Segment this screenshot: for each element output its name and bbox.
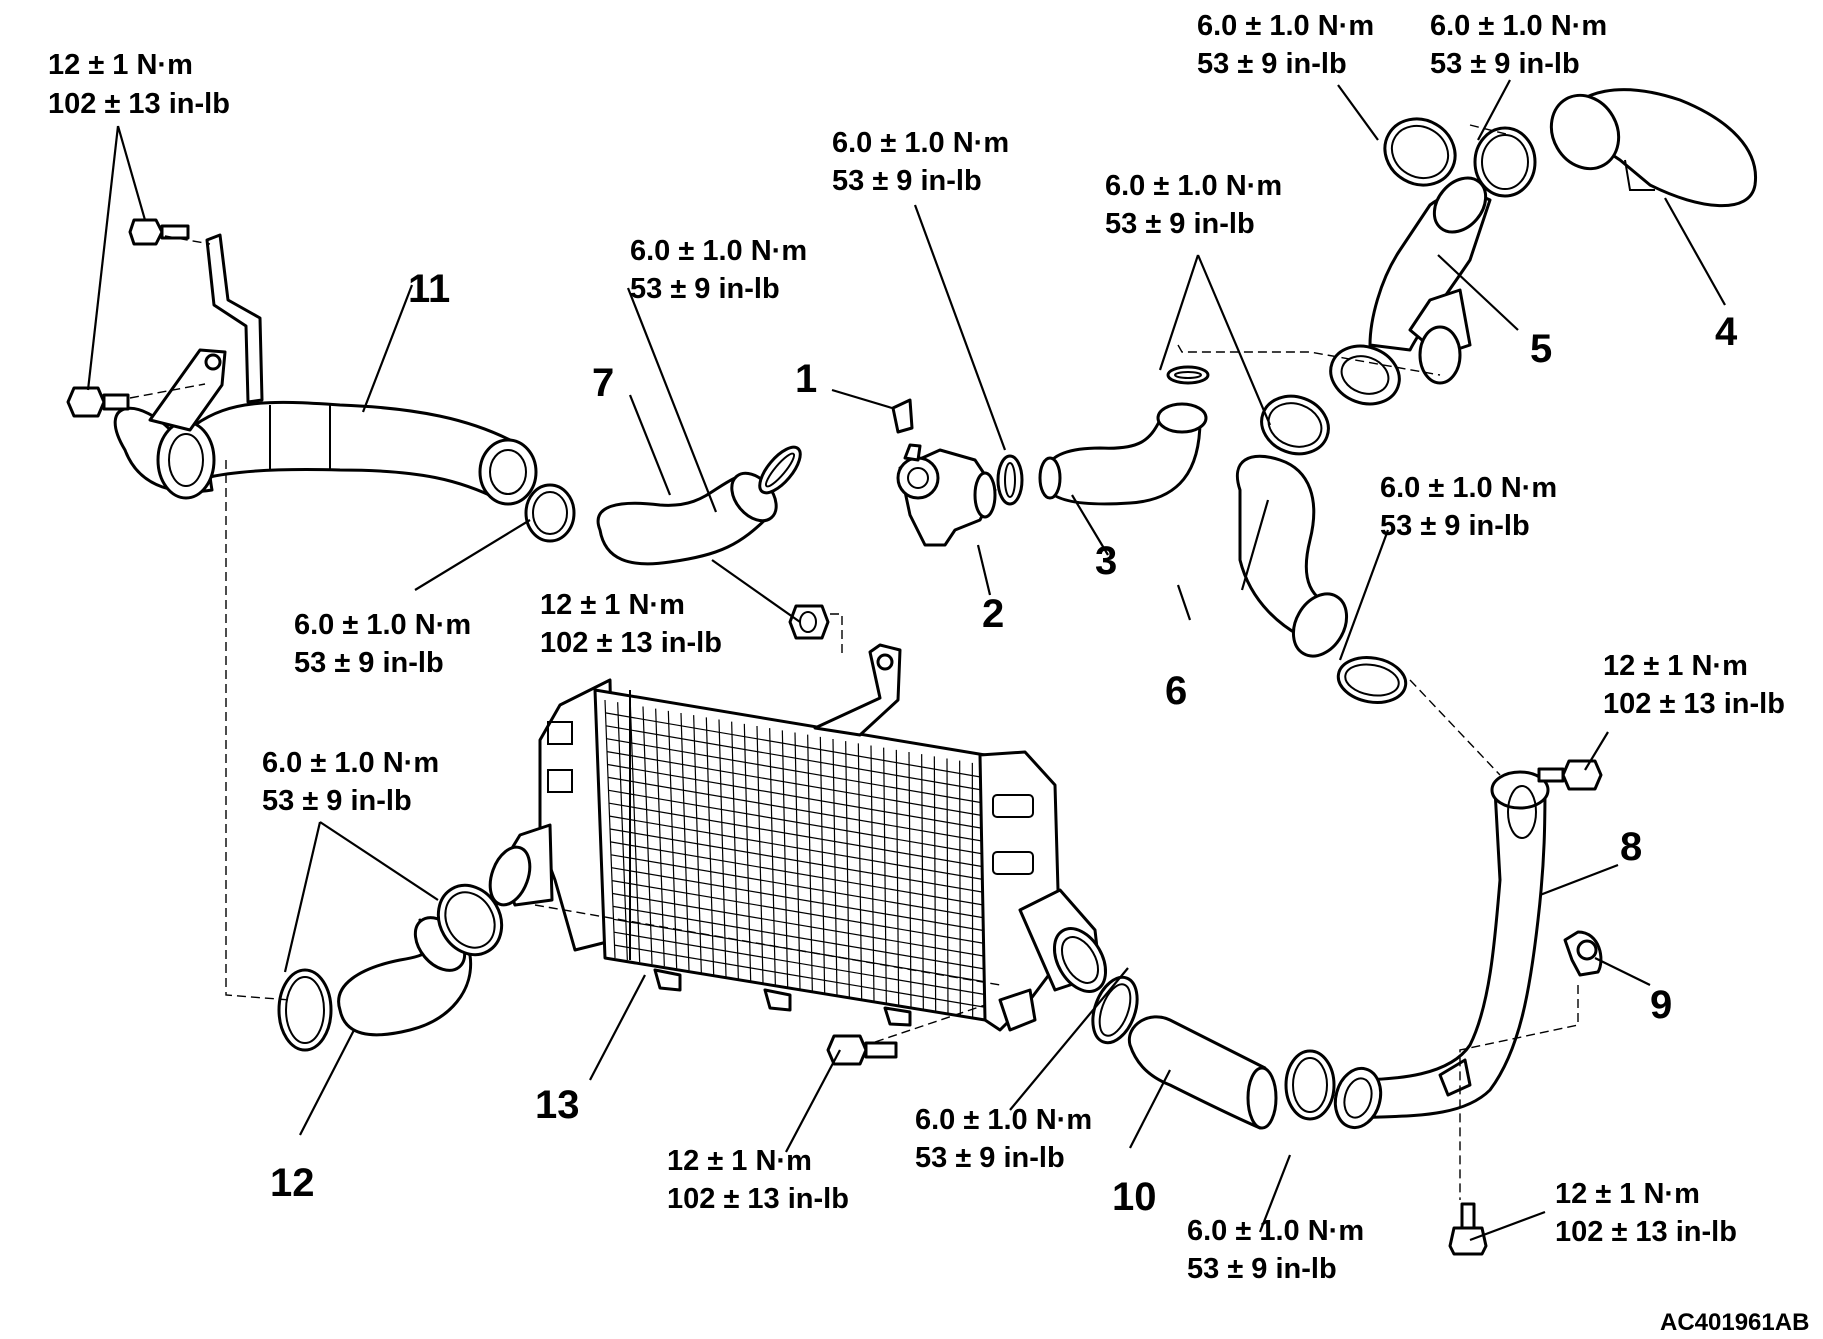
hose-clamp (996, 454, 1024, 506)
torque-label: 6.0 ± 1.0 N·m (1430, 10, 1607, 42)
hose-clamp (1260, 394, 1330, 456)
hose-clamp (1091, 975, 1139, 1045)
intercooler (488, 643, 1108, 1032)
part-number-7: 7 (592, 361, 614, 405)
part-number-13: 13 (535, 1083, 580, 1127)
torque-label: 102 ± 13 in-lb (1603, 688, 1785, 720)
torque-label: 12 ± 1 N·m (1555, 1178, 1700, 1210)
hose-clamp (1166, 365, 1210, 385)
torque-label: 102 ± 13 in-lb (667, 1183, 849, 1215)
torque-label: 6.0 ± 1.0 N·m (1187, 1215, 1364, 1247)
torque-label: 6.0 ± 1.0 N·m (915, 1104, 1092, 1136)
pipe-11 (113, 400, 538, 506)
leader-lines (86, 79, 1726, 1242)
torque-label: 53 ± 9 in-lb (262, 785, 412, 817)
part-number-5: 5 (1530, 327, 1552, 371)
torque-label: 53 ± 9 in-lb (1197, 48, 1347, 80)
torque-labels: 12 ± 1 N·m 102 ± 13 in-lb 6.0 ± 1.0 N·m … (48, 10, 1785, 1285)
figure-code: AC401961AB (1660, 1309, 1809, 1336)
part-number-12: 12 (270, 1161, 315, 1205)
torque-label: 6.0 ± 1.0 N·m (1197, 10, 1374, 42)
part-number-4: 4 (1715, 310, 1738, 354)
bracket-11 (148, 233, 264, 432)
torque-label: 6.0 ± 1.0 N·m (630, 235, 807, 267)
torque-label: 102 ± 13 in-lb (48, 88, 230, 120)
hose-clamp (1383, 117, 1457, 187)
torque-label: 6.0 ± 1.0 N·m (1380, 472, 1557, 504)
torque-label: 12 ± 1 N·m (667, 1145, 812, 1177)
hose-clamp (1284, 1049, 1336, 1121)
part-number-8: 8 (1620, 825, 1642, 869)
fitting-1 (891, 398, 914, 434)
torque-label: 6.0 ± 1.0 N·m (262, 747, 439, 779)
part-number-9: 9 (1650, 983, 1672, 1027)
hose-6 (1235, 454, 1349, 658)
hose-clamp (1336, 656, 1408, 704)
part-number-6: 6 (1165, 669, 1187, 713)
hose-clamp (758, 445, 802, 495)
torque-label: 53 ± 9 in-lb (915, 1142, 1065, 1174)
hose-clamps (277, 117, 1537, 1121)
torque-label: 12 ± 1 N·m (48, 49, 193, 81)
torque-label: 102 ± 13 in-lb (1555, 1216, 1737, 1248)
torque-label: 6.0 ± 1.0 N·m (832, 127, 1009, 159)
part-number-11: 11 (408, 267, 450, 311)
bracket-9 (1563, 930, 1603, 977)
torque-label: 53 ± 9 in-lb (832, 165, 982, 197)
hose-clamp (1473, 126, 1537, 198)
part-number-3: 3 (1095, 539, 1117, 583)
torque-label: 53 ± 9 in-lb (1105, 208, 1255, 240)
pipe-5 (1329, 176, 1492, 406)
torque-label: 53 ± 9 in-lb (294, 647, 444, 679)
hose-4 (1549, 88, 1758, 208)
pipe-8 (1333, 770, 1550, 1130)
torque-label: 12 ± 1 N·m (1603, 650, 1748, 682)
torque-label: 53 ± 9 in-lb (630, 273, 780, 305)
torque-label: 12 ± 1 N·m (540, 589, 685, 621)
hose-3 (1038, 402, 1208, 506)
part-numbers: 1 2 3 4 5 6 7 8 9 10 11 12 13 (270, 267, 1738, 1219)
torque-label: 53 ± 9 in-lb (1187, 1253, 1337, 1285)
hose-10 (1127, 1015, 1278, 1130)
torque-label: 102 ± 13 in-lb (540, 627, 722, 659)
torque-label: 53 ± 9 in-lb (1380, 510, 1530, 542)
torque-label: 53 ± 9 in-lb (1430, 48, 1580, 80)
part-number-1: 1 (795, 357, 817, 401)
part-number-2: 2 (982, 592, 1004, 636)
torque-label: 6.0 ± 1.0 N·m (294, 609, 471, 641)
alignment-lines (129, 124, 1579, 1200)
hose-7 (596, 471, 778, 566)
hose-clamp (277, 968, 333, 1052)
torque-label: 6.0 ± 1.0 N·m (1105, 170, 1282, 202)
part-number-10: 10 (1112, 1175, 1157, 1219)
valve-2 (896, 443, 997, 547)
